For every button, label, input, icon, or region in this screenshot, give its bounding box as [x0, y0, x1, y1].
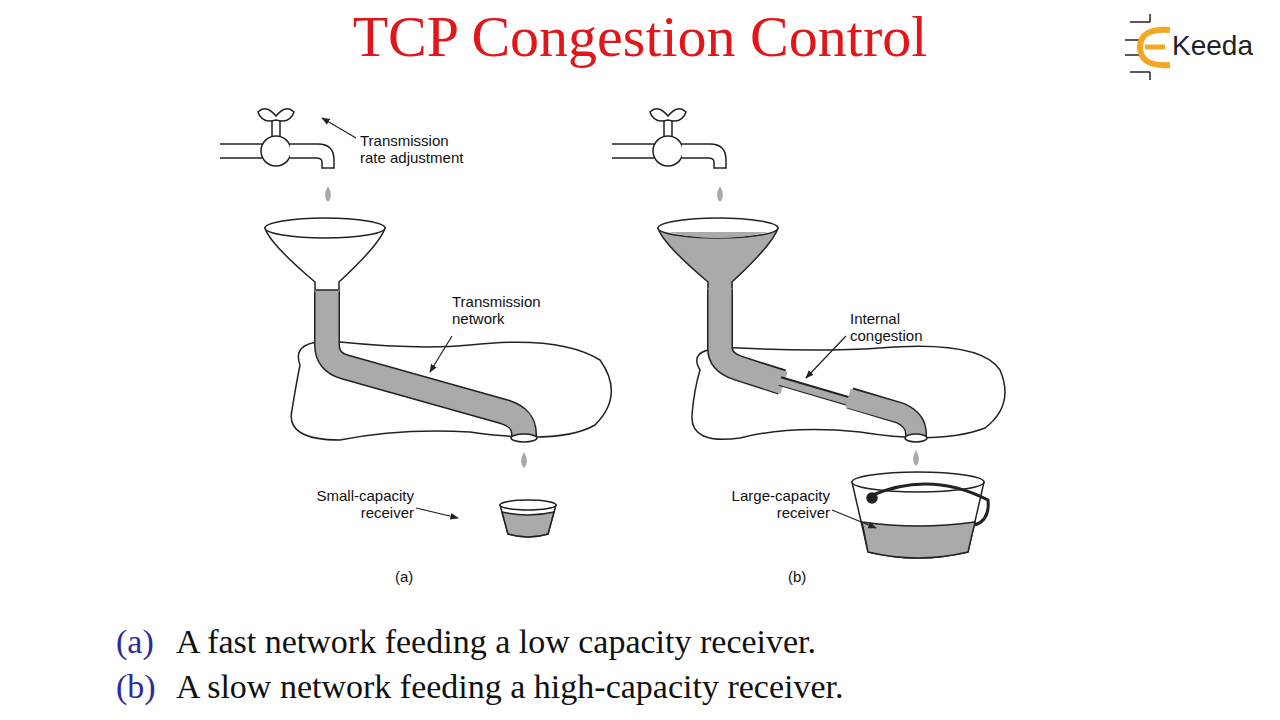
tap [220, 109, 334, 168]
callout-label: Internal congestion [850, 310, 960, 345]
logo-text: Keeda [1172, 30, 1280, 62]
callout-label: Small-capacity receiver [290, 487, 414, 522]
drop [913, 450, 919, 466]
drop [521, 452, 527, 468]
callout-label: Transmission rate adjustment [360, 132, 478, 167]
logo-mark [1125, 14, 1170, 80]
slide-title: TCP Congestion Control [0, 4, 1280, 71]
tap [612, 109, 726, 168]
funnel [265, 218, 537, 442]
callout-label: Large-capacity receiver [706, 487, 830, 522]
cup [500, 500, 556, 537]
caption-letter: (b) [116, 667, 176, 706]
callout-label: Transmission network [452, 293, 570, 328]
drop [325, 186, 331, 202]
caption-text: A slow network feeding a high-capacity r… [176, 667, 1176, 706]
leader-line [322, 118, 458, 518]
bucket [852, 472, 988, 558]
caption-text: A fast network feeding a low capacity re… [176, 622, 1176, 661]
drop [717, 186, 723, 202]
figure-letter: (b) [788, 568, 818, 585]
caption-letter: (a) [116, 622, 176, 661]
figure-letter: (a) [395, 568, 425, 585]
